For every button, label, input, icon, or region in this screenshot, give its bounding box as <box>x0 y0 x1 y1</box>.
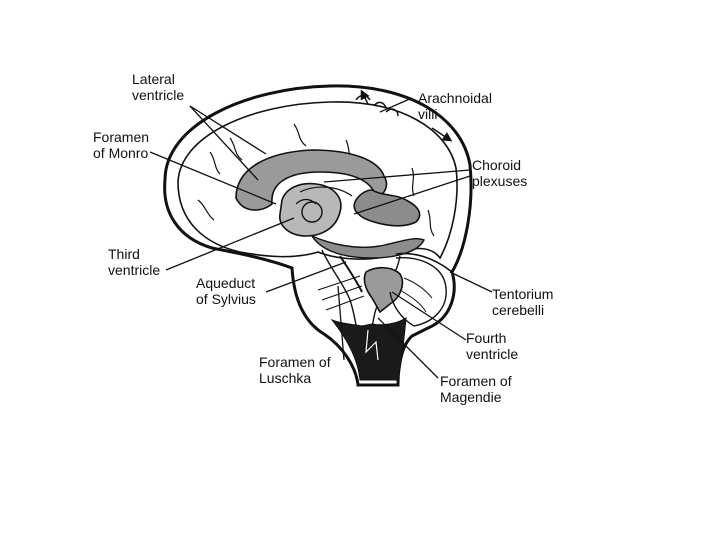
tentorium-line <box>395 252 453 273</box>
fourth-ventricle-shape <box>363 266 404 314</box>
label-line: Foramen of <box>259 354 331 370</box>
label-line: Magendie <box>440 389 502 405</box>
label-line: ventricle <box>108 262 161 278</box>
label-choroid-plexuses: Choroid plexuses <box>472 157 527 189</box>
label-line: Aqueduct <box>196 275 256 291</box>
choroid-plexus-strand <box>299 186 353 197</box>
label-line: Fourth <box>466 330 507 346</box>
label-line: Choroid <box>472 157 522 173</box>
third-ventricle-detail <box>295 198 317 205</box>
label-line: of Sylvius <box>196 291 256 307</box>
interthalamic-adhesion <box>301 201 323 223</box>
temporal-horn-shape <box>353 189 421 227</box>
third-ventricle-shape <box>279 182 342 237</box>
label-line: plexuses <box>472 173 528 189</box>
cerebellum-shape <box>389 257 447 327</box>
label-line: Foramen of <box>440 373 512 389</box>
brain-outline <box>177 101 458 260</box>
label-foramen-of-luschka: Foramen of Luschka <box>259 354 331 386</box>
label-line: Arachnoidal <box>418 90 492 106</box>
label-lateral-ventricle: Lateral ventricle <box>132 71 184 103</box>
label-line: Third <box>108 246 140 262</box>
label-line: ventricle <box>132 87 185 103</box>
label-foramen-of-magendie: Foramen of Magendie <box>440 373 512 405</box>
cerebellum-folia <box>399 277 433 313</box>
label-third-ventricle: Third ventricle <box>108 246 160 278</box>
label-line: ventricle <box>466 346 519 362</box>
arachnoid-arrow-right <box>431 127 453 142</box>
skull-outline <box>163 84 473 387</box>
leader-lines <box>149 97 493 379</box>
luschka-lines <box>317 275 365 311</box>
label-line: Luschka <box>259 370 312 386</box>
label-aqueduct-of-sylvius: Aqueduct of Sylvius <box>196 275 256 307</box>
label-line: of Monro <box>93 145 149 161</box>
label-fourth-ventricle: Fourth ventricle <box>466 330 518 362</box>
aqueduct-shape <box>339 255 363 293</box>
arachnoid-arrow-up <box>360 89 370 105</box>
label-foramen-of-monro: Foramen of Monro <box>93 129 149 161</box>
label-line: villi <box>418 106 438 122</box>
label-line: Tentorium <box>492 286 554 302</box>
ventricle-floor-shape <box>310 234 425 259</box>
cisterna-magna-highlight <box>365 329 379 361</box>
label-tentorium-cerebelli: Tentorium cerebelli <box>492 286 553 318</box>
label-arachnoidal-villi: Arachnoidal villi <box>418 90 492 122</box>
label-line: Foramen <box>93 129 150 145</box>
label-line: cerebelli <box>492 302 545 318</box>
label-line: Lateral <box>132 71 175 87</box>
